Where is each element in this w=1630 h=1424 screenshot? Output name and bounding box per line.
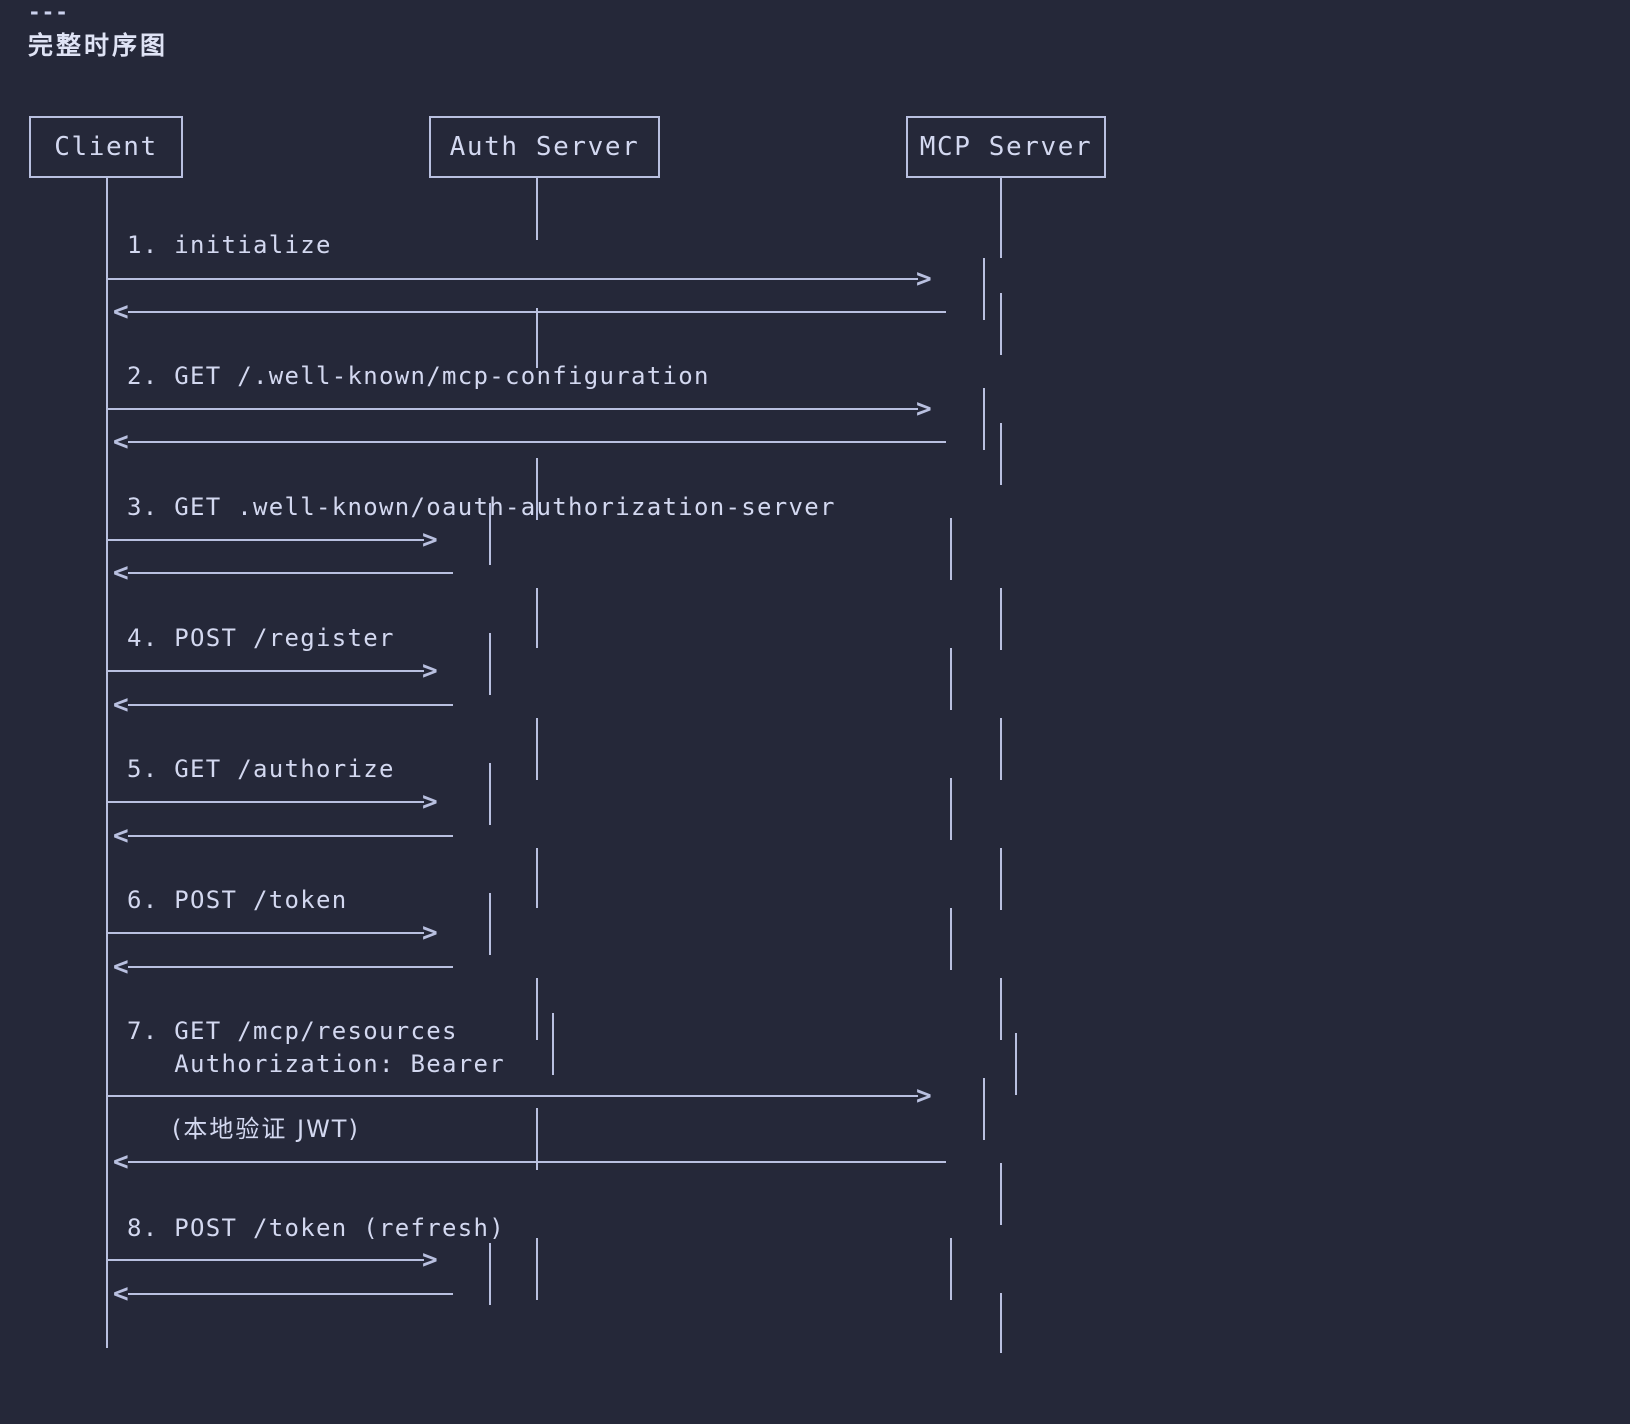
message-label-5: 5. GET /authorize (127, 755, 395, 783)
message-arrow-line-4-reply (128, 704, 453, 706)
lifeline-mcp-server-alt-1 (1000, 293, 1002, 423)
lifeline-auth-server-seg-6 (536, 1238, 538, 1348)
lifeline-mcp-server-seg-3 (950, 518, 952, 778)
message-arrow-line-1-reply (128, 311, 946, 313)
message-arrow-line-5-reply (128, 835, 453, 837)
message-arrow-line-5-request (106, 801, 424, 803)
message-label-7-line1: 7. GET /mcp/resources (127, 1017, 458, 1045)
document-header: --- 完整时序图 (28, 2, 628, 64)
message-arrow-line-7-reply (128, 1161, 946, 1163)
lifeline-mcp-server-seg-1 (983, 258, 985, 388)
lifeline-auth-server-seg-1 (536, 178, 538, 368)
message-label-3: 3. GET .well-known/oauth-authorization-s… (127, 493, 836, 521)
page-title: 完整时序图 (28, 31, 169, 60)
message-arrow-line-3-reply (128, 572, 453, 574)
lifeline-mcp-server-head (1000, 178, 1002, 258)
lifeline-auth-server-alt-3 (489, 1243, 491, 1353)
message-arrow-line-2-reply (128, 441, 946, 443)
lifeline-mcp-server-seg-4 (950, 778, 952, 1038)
lifeline-mcp-server-seg-6 (950, 1238, 952, 1353)
participant-box-mcp-server[interactable]: MCP Server (906, 116, 1106, 178)
message-note-7-local-jwt-validation: (本地验证 JWT) (172, 1115, 360, 1143)
message-label-7-line2: Authorization: Bearer (127, 1050, 505, 1078)
lifeline-auth-server-seg-5 (536, 1108, 538, 1238)
participant-label-client: Client (54, 132, 158, 162)
lifeline-auth-server-seg-2 (536, 458, 538, 648)
participant-label-auth-server: Auth Server (449, 132, 640, 162)
lifeline-mcp-server-alt-4 (1000, 848, 1002, 1108)
lifeline-auth-server-alt-2 (489, 763, 491, 1023)
lifeline-mcp-server-seg-5 (983, 1078, 985, 1208)
message-arrow-line-6-reply (128, 966, 453, 968)
message-label-1: 1. initialize (127, 231, 332, 259)
lifeline-client (106, 178, 108, 1348)
message-arrow-line-7-request (106, 1095, 918, 1097)
participant-box-auth-server[interactable]: Auth Server (429, 116, 660, 178)
message-arrow-line-1-request (106, 278, 918, 280)
lifeline-mcp-server-seg-2 (983, 388, 985, 518)
message-label-4: 4. POST /register (127, 624, 395, 652)
lifeline-auth-server-seg-3 (536, 718, 538, 908)
message-arrow-line-6-request (106, 932, 424, 934)
lifeline-auth-server-alt-1 (489, 503, 491, 763)
lifeline-mcp-server-alt-3 (1000, 588, 1002, 848)
message-label-8: 8. POST /token (refresh) (127, 1214, 505, 1242)
participant-box-client[interactable]: Client (29, 116, 183, 178)
horizontal-rule-text: --- (28, 0, 69, 24)
lifeline-auth-server-alt-4 (552, 1013, 554, 1141)
message-label-6: 6. POST /token (127, 886, 348, 914)
message-arrow-line-3-request (106, 539, 424, 541)
participant-label-mcp-server: MCP Server (919, 132, 1093, 162)
lifeline-mcp-server-alt-5 (1015, 1033, 1017, 1161)
message-arrow-line-4-request (106, 670, 424, 672)
message-arrow-line-8-request (106, 1259, 424, 1261)
lifeline-auth-server-seg-4 (536, 978, 538, 1108)
message-arrow-line-2-request (106, 408, 918, 410)
lifeline-mcp-server-alt-6 (1000, 1163, 1002, 1353)
message-label-2: 2. GET /.well-known/mcp-configuration (127, 362, 710, 390)
message-arrow-line-8-reply (128, 1293, 453, 1295)
lifeline-mcp-server-alt-2 (1000, 423, 1002, 553)
